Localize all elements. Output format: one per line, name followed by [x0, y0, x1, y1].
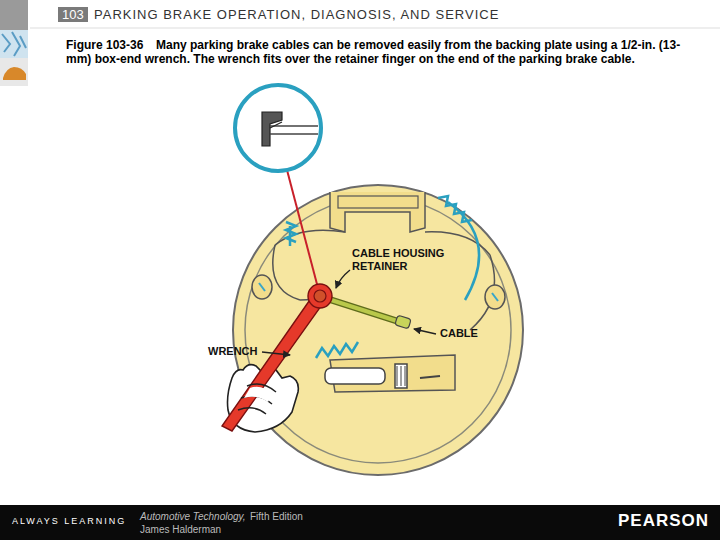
leader-line — [414, 329, 436, 334]
chapter-number: 103 — [62, 7, 84, 22]
author-name: James Halderman — [140, 524, 221, 536]
book-edition: Fifth Edition — [250, 511, 303, 523]
figure-number: Figure 103-36 — [66, 38, 143, 52]
book-title: Automotive Technology, — [140, 511, 246, 523]
sidebar-thumb — [0, 0, 28, 30]
sidebar-thumb — [0, 30, 28, 58]
adjuster-spring — [316, 342, 358, 358]
part-label: CABLE HOUSING RETAINER — [352, 247, 456, 273]
slide-title: PARKING BRAKE OPERATION, DIAGNOSIS, AND … — [94, 7, 499, 22]
leader-line — [262, 352, 290, 355]
backing-plate — [233, 185, 523, 475]
part-label: CABLE — [440, 327, 478, 340]
box-end-wrench — [222, 294, 324, 431]
publisher-logo: PEARSON — [618, 511, 709, 531]
chapter-number-box: 103 — [58, 7, 88, 22]
detail-inset — [235, 85, 321, 171]
footer-slogan: ALWAYS LEARNING — [12, 516, 126, 527]
sidebar-thumb — [0, 58, 28, 86]
parking-cable — [325, 298, 400, 322]
return-spring — [286, 222, 296, 246]
footer-band — [0, 505, 720, 540]
leader-line — [336, 270, 350, 288]
figure-caption: Many parking brake cables can be removed… — [66, 38, 696, 67]
part-label: WRENCH — [208, 345, 258, 358]
adjuster — [325, 368, 385, 384]
